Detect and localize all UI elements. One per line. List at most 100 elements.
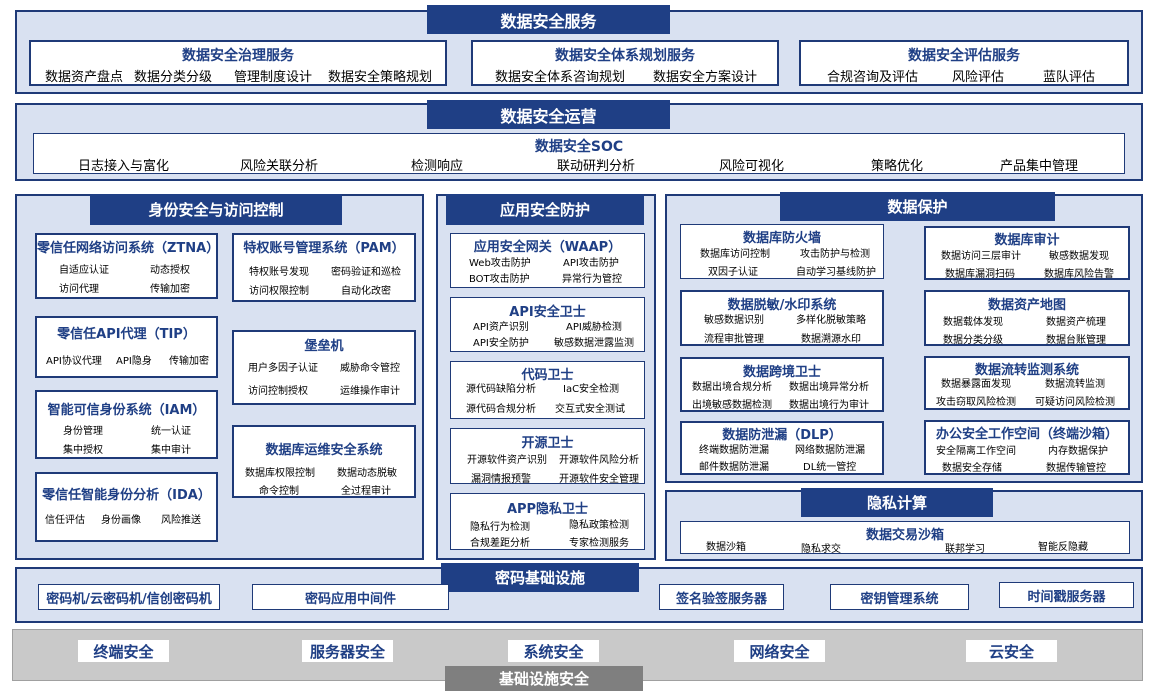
card-item: 出境敏感数据检测 xyxy=(692,400,772,411)
office-workspace-card: 办公安全工作空间（终端沙箱） 安全隔离工作空间 内存数据保护 数据安全存储 数据… xyxy=(924,420,1130,475)
data-protection-header: 数据保护 xyxy=(780,192,1055,221)
card-item: 源代码合规分析 xyxy=(466,404,536,415)
card-item: 攻击防护与检测 xyxy=(800,249,870,260)
service-item: 数据安全方案设计 xyxy=(653,70,758,85)
card-item: 数据资产梳理 xyxy=(1046,317,1106,328)
dlp-card: 数据防泄漏（DLP） 终端数据防泄漏 网络数据防泄漏 邮件数据防泄漏 DL统一管… xyxy=(680,421,884,475)
service-item: 数据安全策略规划 xyxy=(328,70,433,85)
service-item: 数据分类分级 xyxy=(134,70,213,85)
card-title: API安全卫士 xyxy=(509,305,586,320)
card-title: 特权账号管理系统（PAM） xyxy=(243,241,405,256)
card-item: 敏感数据识别 xyxy=(704,315,764,326)
card-item: BOT攻击防护 xyxy=(469,274,530,285)
card-title: 零信任网络访问系统（ZTNA） xyxy=(37,241,220,256)
card-item: 合规差距分析 xyxy=(470,538,530,549)
iam-card: 智能可信身份系统（IAM） 身份管理 统一认证 集中授权 集中审计 xyxy=(35,390,218,459)
pam-card: 特权账号管理系统（PAM） 特权账号发现 密码验证和巡检 访问权限控制 自动化改… xyxy=(232,233,416,302)
cloud-security-label: 云安全 xyxy=(966,640,1057,662)
endpoint-security-label: 终端安全 xyxy=(78,640,169,662)
card-item: 用户多因子认证 xyxy=(248,363,318,374)
card-item: 漏洞情报预警 xyxy=(471,474,531,485)
card-item: DL统一管控 xyxy=(803,462,857,473)
card-item: 数据访问三层审计 xyxy=(941,251,1021,262)
card-title: 零信任智能身份分析（IDA） xyxy=(42,488,211,503)
card-item: 隐私政策检测 xyxy=(569,520,629,531)
card-item: 数据沙箱 xyxy=(706,542,746,553)
card-item: 多样化脱敏策略 xyxy=(796,315,866,326)
card-item: 身份管理 xyxy=(63,426,103,437)
identity-access-header: 身份安全与访问控制 xyxy=(90,194,342,225)
oss-guard-card: 开源卫士 开源软件资产识别 开源软件风险分析 漏洞情报预警 开源软件安全管理 xyxy=(450,428,645,485)
card-item: 集中授权 xyxy=(63,445,103,456)
card-item: 专家检测服务 xyxy=(569,538,629,549)
card-item: 敏感数据泄露监测 xyxy=(554,338,634,349)
soc-item: 风险关联分析 xyxy=(240,159,319,174)
card-title: 零信任API代理（TIP） xyxy=(57,327,196,342)
card-title: 数据防泄漏（DLP） xyxy=(722,428,842,443)
card-item: 数据分类分级 xyxy=(943,335,1003,346)
card-title: 开源卫士 xyxy=(521,436,574,451)
card-item: 邮件数据防泄漏 xyxy=(699,462,769,473)
card-item: 自动学习基线防护 xyxy=(796,267,876,278)
crypto-infrastructure-header: 密码基础设施 xyxy=(441,563,639,592)
card-item: 开源软件风险分析 xyxy=(559,455,639,466)
card-item: 自适应认证 xyxy=(59,265,109,276)
data-security-service-header: 数据安全服务 xyxy=(427,5,670,34)
card-item: API隐身 xyxy=(116,356,152,367)
bastion-card: 堡垒机 用户多因子认证 威胁命令管控 访问控制授权 运维操作审计 xyxy=(232,330,416,405)
db-audit-card: 数据库审计 数据访问三层审计 敏感数据发现 数据库漏洞扫码 数据库风险告警 xyxy=(924,226,1130,280)
card-title: 数据安全治理服务 xyxy=(182,48,294,64)
card-item: API威胁检测 xyxy=(566,322,622,333)
card-item: 信任评估 xyxy=(45,515,85,526)
card-item: 数据库漏洞扫码 xyxy=(945,269,1015,280)
card-item: 异常行为管控 xyxy=(562,274,622,285)
card-title: 数据库审计 xyxy=(994,233,1060,248)
card-item: 数据库权限控制 xyxy=(245,468,315,479)
card-title: 数据库运维安全系统 xyxy=(265,443,383,458)
crypto-machine-label: 密码机/云密码机/信创密码机 xyxy=(38,584,220,610)
infrastructure-security-header: 基础设施安全 xyxy=(445,666,643,691)
db-ops-card: 数据库运维安全系统 数据库权限控制 数据动态脱敏 命令控制 全过程审计 xyxy=(232,425,416,498)
card-title: 代码卫士 xyxy=(521,368,574,383)
card-title: 办公安全工作空间（终端沙箱） xyxy=(935,427,1118,442)
ztna-card: 零信任网络访问系统（ZTNA） 自适应认证 动态授权 访问代理 传输加密 xyxy=(35,233,220,299)
trading-sandbox-card: 数据交易沙箱 数据沙箱 隐私求交 联邦学习 智能反隐藏 xyxy=(680,521,1130,555)
privacy-computing-header: 隐私计算 xyxy=(801,488,993,517)
service-item: 合规咨询及评估 xyxy=(827,70,919,85)
card-item: 交互式安全测试 xyxy=(555,404,625,415)
governance-service-card: 数据安全治理服务 数据资产盘点 数据分类分级 管理制度设计 数据安全策略规划 xyxy=(29,40,447,86)
card-item: 密码验证和巡检 xyxy=(331,267,401,278)
card-item: Web攻击防护 xyxy=(469,258,531,269)
card-item: API安全防护 xyxy=(473,338,529,349)
card-item: 隐私求交 xyxy=(801,544,841,555)
card-item: 集中审计 xyxy=(151,445,191,456)
card-item: 特权账号发现 xyxy=(249,267,309,278)
card-title: 数据安全SOC xyxy=(534,139,624,155)
card-item: 数据暴露面发现 xyxy=(941,379,1011,390)
card-item: 数据传输管控 xyxy=(1046,463,1106,474)
code-guard-card: 代码卫士 源代码缺陷分析 IaC安全检测 源代码合规分析 交互式安全测试 xyxy=(450,361,645,419)
card-title: 数据交易沙箱 xyxy=(865,528,944,543)
service-item: 管理制度设计 xyxy=(234,70,313,85)
card-item: API协议代理 xyxy=(46,356,102,367)
card-item: 统一认证 xyxy=(151,426,191,437)
planning-service-card: 数据安全体系规划服务 数据安全体系咨询规划 数据安全方案设计 xyxy=(471,40,779,86)
card-title: 数据安全体系规划服务 xyxy=(555,48,695,64)
card-item: 身份画像 xyxy=(101,515,141,526)
card-item: 双因子认证 xyxy=(708,267,758,278)
card-item: 运维操作审计 xyxy=(340,386,400,397)
card-item: 数据库访问控制 xyxy=(700,249,770,260)
card-item: 安全隔离工作空间 xyxy=(936,446,1016,457)
card-title: 数据跨境卫士 xyxy=(742,365,821,380)
card-item: API资产识别 xyxy=(473,322,529,333)
card-title: 数据安全评估服务 xyxy=(908,48,1020,64)
card-title: 数据脱敏/水印系统 xyxy=(727,298,837,313)
card-item: 威胁命令管控 xyxy=(340,363,400,374)
card-title: 数据流转监测系统 xyxy=(974,363,1079,378)
timestamp-server-label: 时间戳服务器 xyxy=(999,582,1134,608)
card-item: 数据安全存储 xyxy=(942,463,1002,474)
card-item: 数据流转监测 xyxy=(1045,379,1105,390)
cross-border-card: 数据跨境卫士 数据出境合规分析 数据出境异常分析 出境敏感数据检测 数据出境行为… xyxy=(680,357,884,412)
service-item: 数据资产盘点 xyxy=(45,70,124,85)
card-title: 智能可信身份系统（IAM） xyxy=(47,403,206,418)
